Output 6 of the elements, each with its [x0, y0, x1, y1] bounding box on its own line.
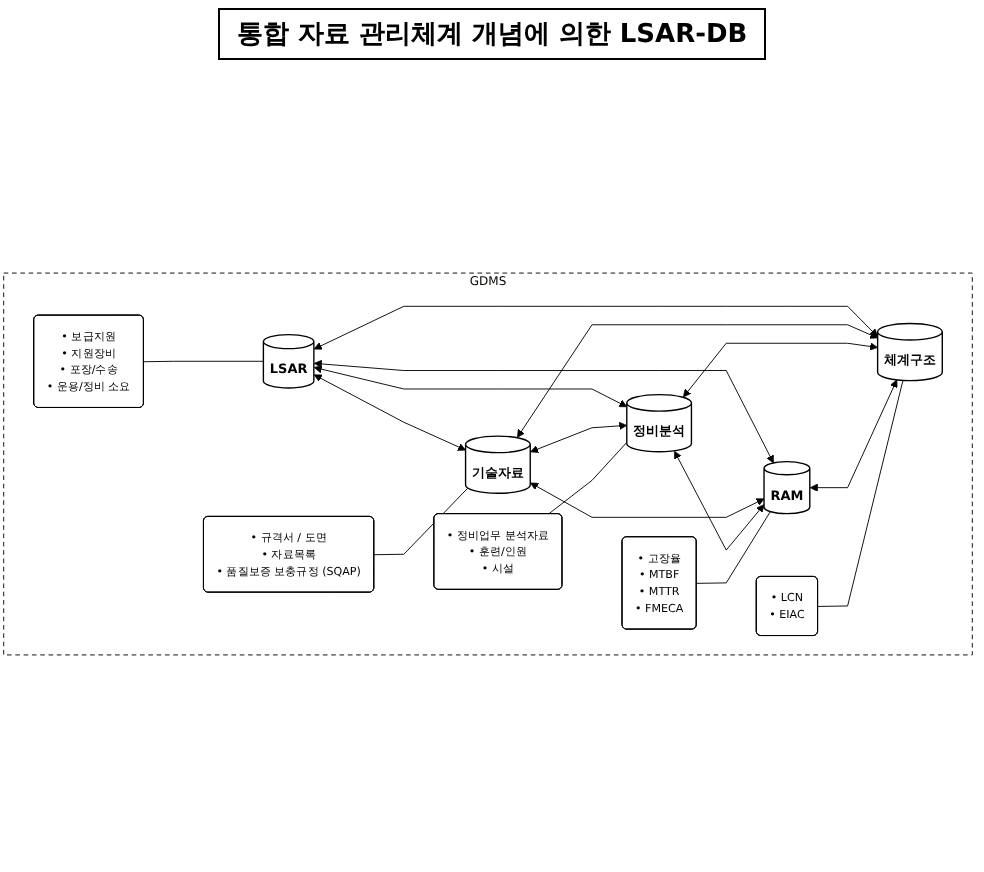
connector — [817, 380, 904, 607]
connector — [373, 487, 469, 556]
connector — [143, 360, 264, 363]
connector — [696, 511, 771, 584]
diagram-title: 통합 자료 관리체계 개념에 의한 LSAR-DB — [218, 8, 766, 60]
connector — [548, 442, 628, 515]
